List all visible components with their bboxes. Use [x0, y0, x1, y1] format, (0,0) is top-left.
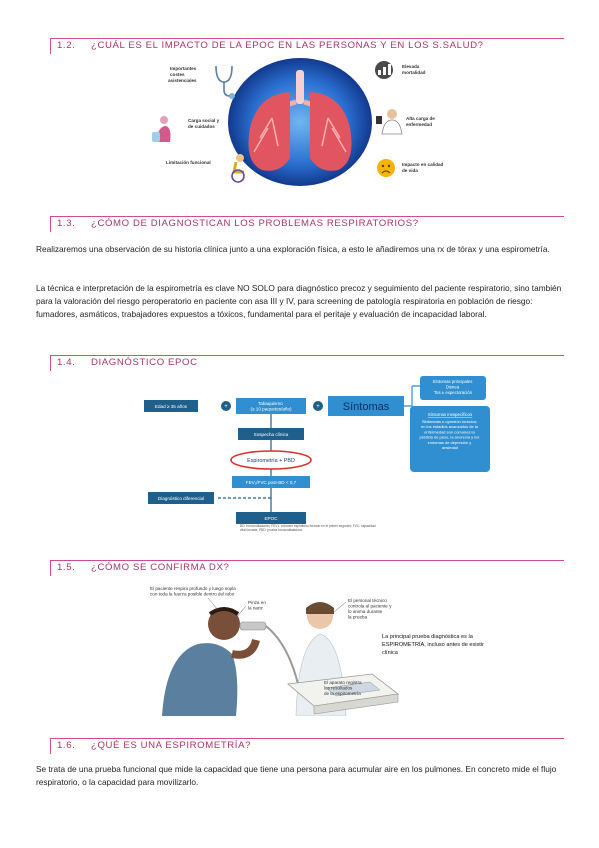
device-caption: El aparato registra los resultados de la…: [324, 680, 363, 696]
spirometry-text: Espirometría + PBD: [247, 458, 295, 464]
section-heading-1-5: 1.5. ¿CÓMO SE CONFIRMA DX?: [50, 560, 564, 576]
sad-face-icon: [377, 159, 395, 177]
flowchart-footnote: BD: broncodilatación; FEV1: volumen espi…: [240, 524, 376, 532]
paragraph-spirometry-importance: La técnica e interpretación de la espiro…: [36, 283, 562, 320]
plus-connector-2: [313, 401, 323, 411]
patient-caption-pointer: [207, 597, 219, 611]
suspicion-box: [238, 428, 304, 440]
age-box: [144, 400, 198, 412]
section-number: 1.6.: [57, 740, 76, 751]
symptoms-text: Síntomas: [343, 401, 390, 413]
nonspecific-text: Sibilancias u opresión torácica; en los …: [420, 419, 481, 450]
section-number: 1.4.: [57, 357, 76, 368]
paragraph-diagnosis-intro: Realizaremos una observación de su histo…: [36, 244, 550, 254]
nonspecific-title: Síntomas inespecíficos: [428, 412, 472, 417]
doctor-icon: [376, 109, 403, 135]
patient-caption: El paciente respira profundo y luego sop…: [150, 586, 237, 597]
epoc-text: EPOC: [264, 516, 278, 521]
paragraph-spirometry-definition: Se trata de una prueba funcional que mid…: [36, 764, 557, 788]
epoc-diagnosis-flowchart: Edad ≥ 35 años + Tabaquismo (≥ 10 paquet…: [144, 376, 490, 532]
plus-connector-1: [221, 401, 231, 411]
impact-quality-label: Impacto en calidad de vida: [402, 162, 445, 173]
ratio-text: FEV₁/FVC post-BD < 0,7: [246, 480, 297, 485]
ratio-box: [232, 476, 310, 488]
main-symptoms-box: [420, 376, 486, 400]
epoc-impact-figure: Importantes costes asistenciales Carga s…: [152, 58, 445, 186]
section-number: 1.5.: [57, 562, 76, 573]
mouthpiece-tube: [239, 621, 299, 685]
principal-test-caption: La principal prueba diagnóstica es la ES…: [382, 634, 486, 656]
technician-caption-pointer: [333, 601, 347, 613]
section-number: 1.2.: [57, 40, 76, 51]
age-text: Edad ≥ 35 años: [155, 404, 188, 409]
smoking-text: Tabaquismo (≥ 10 paquetes/año): [250, 401, 292, 412]
section-heading-1-4: 1.4. DIAGNÓSTICO EPOC: [50, 355, 564, 371]
section-title: ¿CÓMO DE DIAGNOSTICAN LOS PROBLEMAS RESP…: [91, 218, 419, 229]
section-heading-1-2: 1.2. ¿CUÁL ES EL IMPACTO DE LA EPOC EN LA…: [50, 38, 564, 54]
main-symptoms-text: Síntomas principales Disnea Tos ± expect…: [432, 379, 473, 395]
wheelchair-icon: [231, 154, 245, 183]
differential-text: Diagnóstico diferencial: [158, 496, 204, 501]
plus-sign-1: +: [224, 404, 228, 410]
nonspecific-symptoms-box: [410, 406, 490, 472]
section-title: ¿CÓMO SE CONFIRMA DX?: [91, 562, 230, 573]
section-title: ¿CUÁL ES EL IMPACTO DE LA EPOC EN LAS PE…: [91, 40, 484, 51]
section-title: ¿QUÉ ES UNA ESPIROMETRÍA?: [91, 740, 252, 751]
mortality-chart-icon: [375, 61, 393, 79]
technician-caption: El personal técnico controla al paciente…: [348, 598, 393, 620]
section-title: DIAGNÓSTICO EPOC: [91, 357, 198, 368]
nose-clip-caption: Pinza en la nariz: [248, 600, 267, 611]
symptoms-box: [328, 396, 404, 416]
spirometer-device: [287, 673, 399, 715]
section-heading-1-6: 1.6. ¿QUÉ ES UNA ESPIROMETRÍA?: [50, 738, 564, 754]
suspicion-text: Sospecha clínica: [254, 432, 289, 437]
smoking-box: [236, 398, 306, 414]
caregiver-icon: [152, 116, 171, 142]
spirometry-test-illustration: El paciente respira profundo y luego sop…: [148, 584, 518, 716]
impact-costs-label: Importantes costes asistenciales: [168, 66, 198, 83]
epoc-box: [236, 512, 306, 524]
section-heading-1-3: 1.3. ¿CÓMO DE DIAGNOSTICAN LOS PROBLEMAS …: [50, 216, 564, 232]
impact-disease-label: Alta carga de enfermedad: [406, 116, 436, 127]
impact-burden-label: Carga social y de cuidados: [188, 118, 220, 129]
nose-clip-pointer: [235, 605, 247, 619]
stethoscope-icon: [215, 65, 235, 99]
impact-mortality-label: Elevada mortalidad: [402, 64, 426, 75]
impact-functional-label: Limitación funcional: [166, 160, 211, 165]
differential-box: [148, 492, 214, 504]
patient-figure: [162, 607, 260, 716]
section-number: 1.3.: [57, 218, 76, 229]
plus-sign-2: +: [316, 404, 320, 410]
lungs-icon: [248, 70, 352, 171]
